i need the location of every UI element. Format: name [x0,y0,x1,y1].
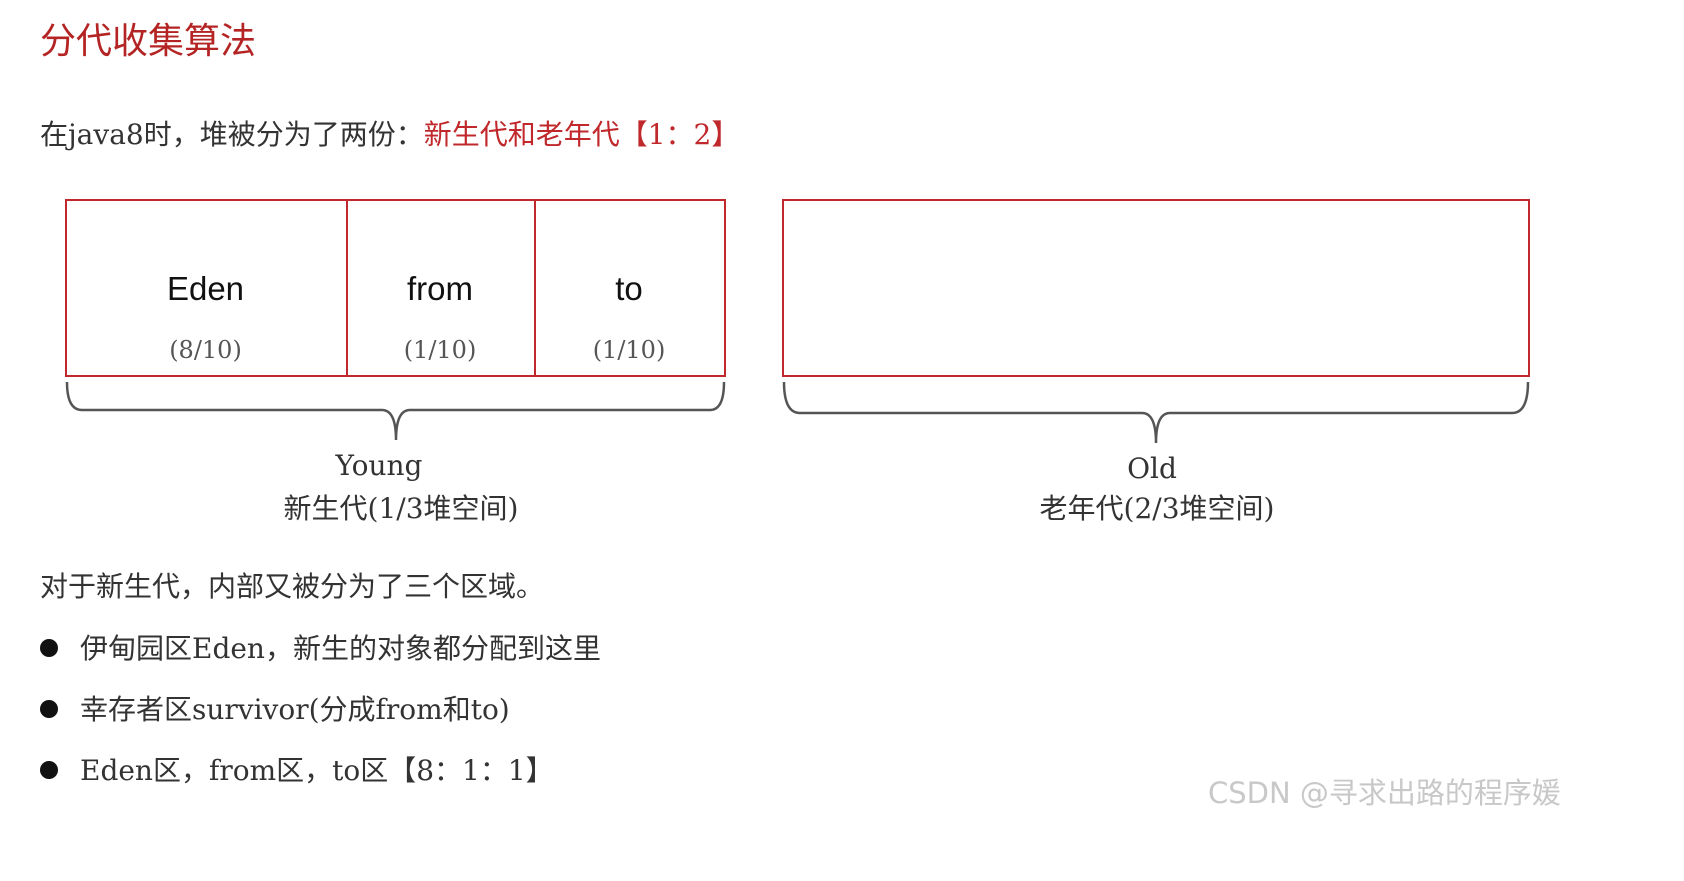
intro-text: 在java8时，堆被分为了两份：新生代和老年代【1：2】 [40,116,739,154]
young-gen-paragraph: 对于新生代，内部又被分为了三个区域。 [40,570,545,603]
watermark: CSDN @寻求出路的程序媛 [1208,776,1561,810]
to-ratio: (1/10) [592,336,666,364]
young-label-en: Young [335,449,423,482]
young-gen-box [65,199,726,377]
old-brace [782,381,1530,444]
eden-cell: Eden (8/10) [65,199,348,377]
eden-ratio: (8/10) [169,336,242,364]
to-cell: to (1/10) [534,199,724,377]
bullet-text: 幸存者区survivor(分成from和to) [80,693,510,726]
intro-prefix: 在java8时，堆被分为了两份： [40,118,424,151]
page-title: 分代收集算法 [40,21,257,62]
young-label-cn: 新生代(1/3堆空间) [283,492,519,525]
bullet-dot-icon [40,760,58,779]
young-brace [65,381,726,441]
bullet-dot-icon [40,638,58,657]
to-label: to [615,270,643,307]
from-ratio: (1/10) [403,336,477,364]
list-item: 伊甸园区Eden，新生的对象都分配到这里 [40,630,601,668]
list-item: 幸存者区survivor(分成from和to) [40,691,510,729]
bullet-text: Eden区，from区，to区【8：1：1】 [80,754,554,787]
braces [65,381,1530,444]
old-label-en: Old [1127,452,1177,485]
eden-label: Eden [166,270,245,307]
intro-highlight: 新生代和老年代【1：2】 [423,118,740,151]
bullet-dot-icon [40,699,58,718]
from-label: from [407,270,473,307]
bullet-text: 伊甸园区Eden，新生的对象都分配到这里 [80,632,601,665]
list-item: Eden区，from区，to区【8：1：1】 [40,752,554,790]
old-gen-box [782,199,1530,377]
old-label-cn: 老年代(2/3堆空间) [1039,492,1275,525]
from-cell: from (1/10) [346,199,536,377]
